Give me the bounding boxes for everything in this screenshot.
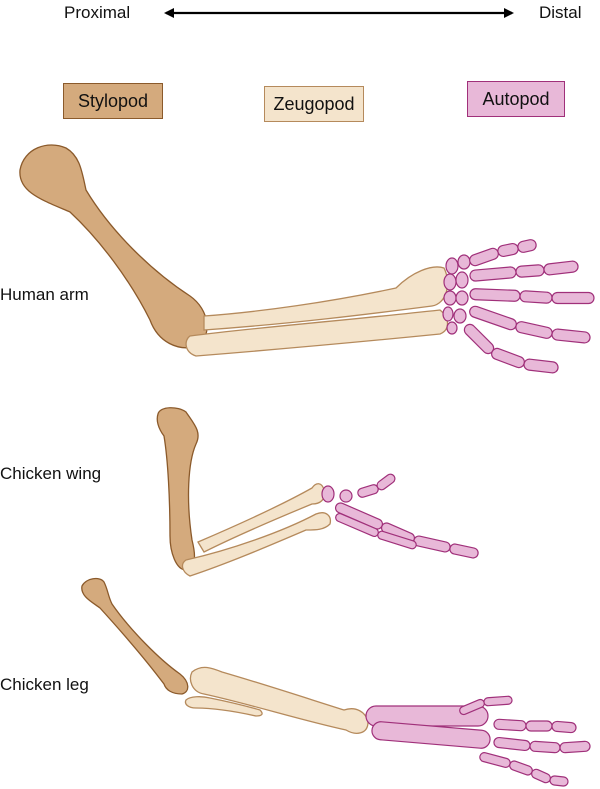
human-humerus [19, 144, 208, 349]
wing-ulna [181, 512, 332, 577]
leg-digit-4-3 [549, 775, 569, 787]
leg-digit-3-0 [493, 736, 531, 752]
human-digit-1-2 [517, 239, 537, 253]
human-digit-1-1 [497, 242, 519, 258]
wing-digit-2-3 [449, 543, 479, 559]
human-digit-5-1 [491, 347, 525, 369]
human-carpal-8 [446, 321, 458, 335]
human-digit-2-0 [469, 266, 517, 282]
chicken-wing-label: Chicken wing [0, 464, 102, 483]
autopod-legend: Autopod [467, 81, 565, 117]
human-ulna [185, 309, 449, 357]
zeugopod-label: Zeugopod [273, 93, 355, 114]
wing-humerus [156, 407, 199, 571]
human-digit-4-2 [551, 328, 591, 344]
chicken-leg [81, 577, 369, 734]
leg-fibula [184, 696, 263, 717]
human-carpal-3 [455, 271, 469, 289]
leg-digit-3-2 [559, 740, 591, 754]
leg-digit-2-2 [551, 720, 577, 734]
human-carpal-0 [445, 257, 459, 275]
human-arm [19, 144, 449, 357]
human-digit-4-1 [515, 321, 553, 339]
chicken-leg-label: Chicken leg [0, 675, 89, 694]
human-carpal-7 [453, 308, 467, 324]
autopod-bones [321, 239, 595, 787]
proximal-label: Proximal [64, 3, 131, 22]
wing-digit-3-1 [377, 530, 417, 550]
leg-digit-4-1 [509, 760, 533, 776]
human-carpal-4 [443, 290, 457, 306]
leg-digit-3-1 [529, 740, 561, 754]
wing-carpal-1 [339, 489, 353, 503]
zeugopod-legend: Zeugopod [264, 86, 364, 122]
human-radius [203, 266, 449, 331]
human-carpal-2 [443, 273, 457, 291]
human-digit-3-2 [551, 291, 595, 305]
leg-digit-4-2 [531, 768, 551, 784]
human-carpal-5 [455, 290, 469, 306]
leg-digit-1-1 [483, 695, 513, 707]
distal-label: Distal [539, 3, 582, 22]
wing-digit-1-0 [357, 484, 379, 498]
human-carpal-1 [457, 254, 471, 270]
human-digit-5-2 [523, 358, 559, 374]
human-digit-2-1 [515, 264, 545, 278]
chicken-wing [156, 407, 332, 577]
leg-femur [81, 577, 189, 695]
wing-digit-2-2 [413, 535, 451, 553]
human-arm-label: Human arm [0, 285, 89, 304]
human-digit-2-2 [543, 260, 579, 276]
stylopod-legend: Stylopod [63, 83, 163, 119]
autopod-label: Autopod [482, 88, 550, 109]
human-digit-3-0 [469, 288, 521, 302]
leg-metatarsal-a-0 [371, 721, 491, 749]
human-digit-1-0 [469, 247, 499, 267]
wing-carpal-0 [321, 485, 335, 503]
leg-digit-2-0 [493, 718, 527, 732]
human-carpal-6 [442, 306, 454, 322]
wing-digit-1-1 [376, 473, 396, 491]
human-digit-5-0 [463, 323, 495, 355]
leg-digit-4-0 [479, 752, 511, 768]
human-digit-3-1 [519, 290, 553, 304]
leg-digit-2-1 [525, 720, 553, 732]
stylopod-label: Stylopod [77, 90, 149, 111]
